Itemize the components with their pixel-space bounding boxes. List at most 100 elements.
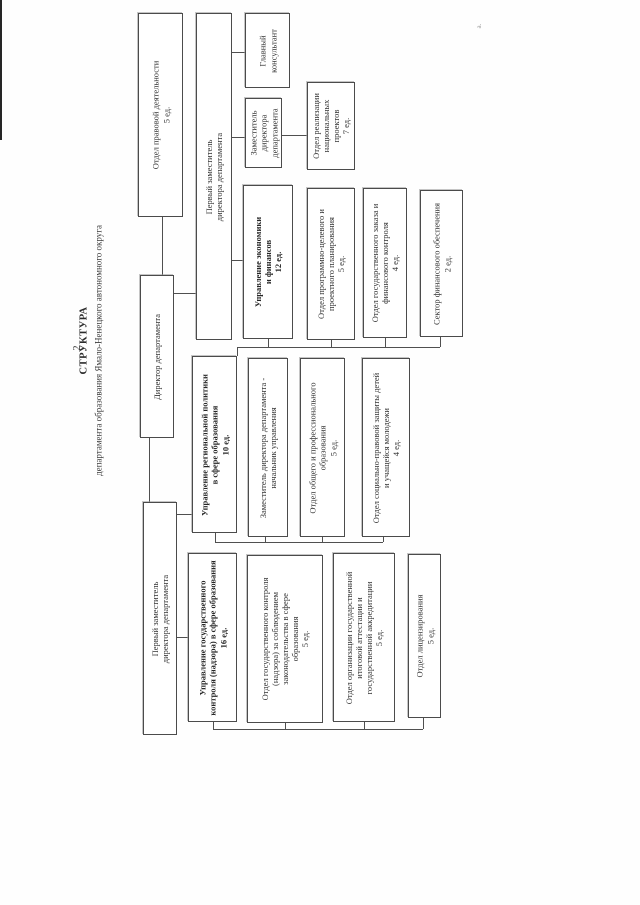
org-box-label-line: Сектор финансового обеспечения [431,202,442,325]
connector-line [174,293,196,294]
org-box-otdel-gos-kontrolya: Отдел государственного контроля(надзора)… [247,555,323,723]
org-box-label-line: 5 ед. [374,629,385,646]
org-box-label-line: образования [290,616,300,662]
connector-line [213,729,423,730]
connector-line [232,260,243,261]
org-box-label-line: консультант [267,28,278,73]
org-box-label-line: финансового контроля [379,222,390,304]
org-box-label-line: Отдел правовой деятельности [150,60,161,170]
org-box-label-line: образования [317,425,328,470]
org-box-label-line: Отдел общего и профессионального [307,381,318,514]
connector-line [213,722,214,729]
connector-line [215,533,216,542]
org-box-label-line: 4 ед. [390,254,400,272]
org-box-label-line: Управление региональной политики [199,373,210,516]
connector-line [282,135,307,136]
org-box-label-line: Отдел лицензирования [414,594,425,678]
connector-line [364,721,365,729]
org-box-label-line: национальных [320,99,331,153]
scan-artifact: а. [475,23,483,29]
org-box-label-line: Отдел социально-правовой защиты детей [370,372,381,523]
org-box-label-line: Заместитель [248,110,259,156]
org-box-label-line: Отдел организации государственной [343,571,354,704]
org-box-direktor: Директор департамента [140,275,174,438]
org-box-label: Заместитель директора департамента -нача… [250,361,286,534]
org-box-label-line: директора департамента [160,574,170,663]
org-box-label-line: в сфере образования [209,405,220,484]
org-box-label-line: директора [258,114,269,152]
org-box-label-line: проектного планирования [325,217,336,311]
org-box-label-line: Отдел программно-целевого и [315,209,326,319]
org-box-label-line: Первый заместитель [203,139,214,214]
connector-line [237,347,440,348]
org-box-label-line: департамента [268,108,279,158]
diagram-title: СТРУКТУРА [78,306,90,375]
org-box-label-line: и финансов [262,239,273,285]
connector-line [385,338,386,347]
connector-line [232,137,245,138]
org-box-label-line: Первый заместитель [149,581,160,656]
org-box-label: Директор департамента [142,278,172,435]
org-box-label-line: 5 ед. [300,630,311,648]
connector-line [265,537,266,542]
connector-line [285,721,286,729]
org-box-zam-nach-upr: Заместитель директора департамента -нача… [248,358,288,537]
org-box-label-line: 2 ед. [441,255,452,272]
org-box-label-line: государственной аккредитации [364,581,374,694]
org-box-label-line: и учащейся молодежи [380,407,391,488]
connector-line [149,438,150,502]
org-box-label-line: 7 ед. [341,117,352,135]
org-box-label-line: Директор департамента [151,313,162,400]
org-box-label-line: 5 ед. [160,106,171,124]
org-box-label-line: 5 ед. [327,439,338,456]
org-box-label-line: проектов [331,109,341,143]
org-box-label-line: 12 ед. [273,251,283,273]
connector-line [237,347,238,356]
connector-line [177,637,188,638]
connector-line [215,542,383,543]
org-box-label-line: Отдел реализации [310,93,321,159]
org-box-label-line: 4 ед. [391,439,401,456]
org-box-label-line: 10 ед. [219,434,230,455]
connector-line [162,217,163,275]
org-box-label-line: законодательства в сфере [279,593,290,685]
org-box-label-line: директора департамента [214,132,224,221]
org-box-label-line: Отдел государственного заказа и [369,203,380,323]
connector-line [322,537,323,542]
scan-edge-line [0,0,2,140]
org-box-label-line: Отдел государственного контроля [259,577,270,701]
org-box-label-line: 5 ед. [336,255,346,273]
connector-line [331,340,332,347]
org-box-label-line: Управление экономики [252,216,263,308]
org-box-label-line: итоговой аттестации и [353,596,364,679]
org-box-label-line: Управление государственного [197,580,208,695]
diagram-subtitle: департамента образования Ямало-Ненецкого… [93,225,103,476]
org-box-label-line: Заместитель директора департамента - [257,377,268,518]
org-box-label-line: 5 ед. [424,627,435,645]
org-box-label-line: Главный [257,34,268,67]
